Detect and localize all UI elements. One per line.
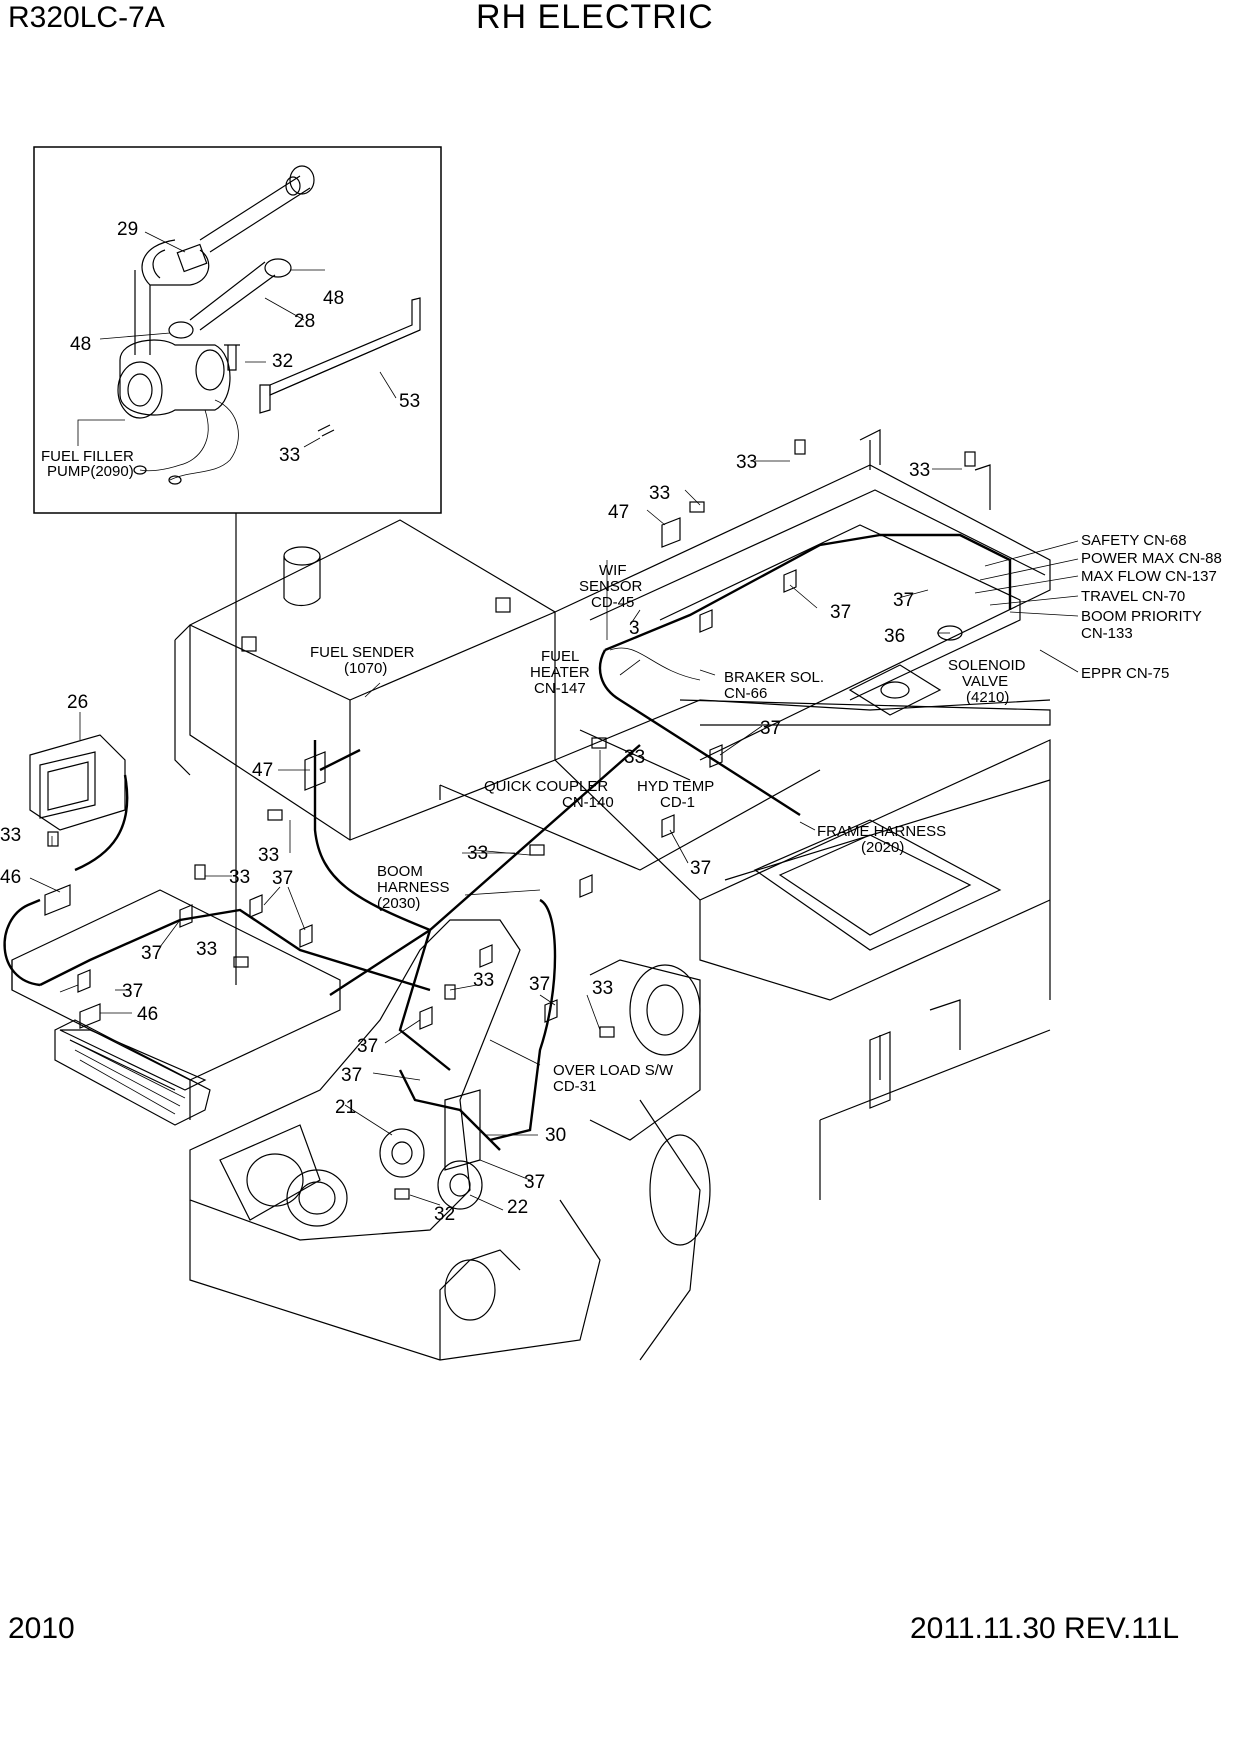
part-callouts: 33 47 33 33 37 37 36 3 37 33 26 47 33 33… [0, 452, 930, 1225]
fuel-heater-label: HEATER [530, 664, 590, 681]
over-load-switch-label: CD-31 [553, 1078, 596, 1095]
safety-connector-label: SAFETY CN-68 [1081, 532, 1187, 549]
wif-sensor-label: CD-45 [591, 594, 634, 611]
callout-33: 33 [279, 445, 300, 466]
callout-37: 37 [122, 981, 143, 1002]
callout-33: 33 [624, 747, 645, 768]
callout-22: 22 [507, 1197, 528, 1218]
max-flow-connector-label: MAX FLOW CN-137 [1081, 568, 1217, 585]
fuel-filler-pump-label: PUMP(2090) [47, 463, 134, 480]
callout-33: 33 [909, 460, 930, 481]
callout-48: 48 [323, 288, 344, 309]
callout-21: 21 [335, 1097, 356, 1118]
machine-frame-outline [11, 429, 1051, 1361]
parts [29, 439, 976, 1210]
fuel-heater-label: CN-147 [534, 680, 586, 697]
quick-coupler-label: CN-140 [562, 794, 614, 811]
boom-priority-connector-label: CN-133 [1081, 625, 1133, 642]
callout-26: 26 [67, 692, 88, 713]
callout-3: 3 [629, 618, 640, 639]
callout-33: 33 [592, 978, 613, 999]
fuel-sender-label: (1070) [344, 660, 387, 677]
solenoid-valve-label: SOLENOID [948, 657, 1026, 674]
callout-37: 37 [357, 1036, 378, 1057]
callout-47: 47 [608, 502, 629, 523]
callout-33: 33 [473, 970, 494, 991]
quick-coupler-label: QUICK COUPLER [484, 778, 608, 795]
callout-36: 36 [884, 626, 905, 647]
callout-32: 32 [272, 351, 293, 372]
inset-callouts: 29 48 28 48 32 53 33 FUEL FILLER PUMP(20… [41, 219, 420, 480]
boom-priority-connector-label: BOOM PRIORITY [1081, 608, 1202, 625]
callout-33: 33 [467, 843, 488, 864]
page-number: 2010 [8, 1612, 75, 1645]
frame-harness-label: (2020) [861, 839, 904, 856]
model-number: R320LC-7A [8, 1, 165, 34]
boom-harness-label: BOOM [377, 863, 423, 880]
callout-46: 46 [0, 867, 21, 888]
wif-sensor-label: SENSOR [579, 578, 643, 595]
leader-lines [29, 460, 1079, 1211]
callout-33: 33 [229, 867, 250, 888]
fuel-sender-label: FUEL SENDER [310, 644, 415, 661]
callout-33: 33 [258, 845, 279, 866]
callout-37: 37 [341, 1065, 362, 1086]
callout-53: 53 [399, 391, 420, 412]
callout-32: 32 [434, 1204, 455, 1225]
callout-33: 33 [736, 452, 757, 473]
travel-connector-label: TRAVEL CN-70 [1081, 588, 1185, 605]
callout-37: 37 [524, 1172, 545, 1193]
callout-37: 37 [529, 974, 550, 995]
power-max-connector-label: POWER MAX CN-88 [1081, 550, 1222, 567]
over-load-switch-label: OVER LOAD S/W [553, 1062, 674, 1079]
callout-37: 37 [272, 868, 293, 889]
wif-sensor-label: WIF [599, 562, 627, 579]
boom-harness-label: HARNESS [377, 879, 450, 896]
eppr-connector-label: EPPR CN-75 [1081, 665, 1169, 682]
fuel-heater-label: FUEL [541, 648, 579, 665]
callout-37: 37 [830, 602, 851, 623]
wire-harness [3, 533, 1012, 1151]
braker-sol-label: BRAKER SOL. [724, 669, 824, 686]
callout-33: 33 [0, 825, 21, 846]
callout-37: 37 [760, 718, 781, 739]
page-title: RH ELECTRIC [476, 0, 714, 36]
callout-33: 33 [649, 483, 670, 504]
solenoid-valve-label: VALVE [962, 673, 1008, 690]
hyd-temp-label: HYD TEMP [637, 778, 714, 795]
callout-47: 47 [252, 760, 273, 781]
callout-37: 37 [893, 590, 914, 611]
frame-harness-label: FRAME HARNESS [817, 823, 946, 840]
boom-harness-label: (2030) [377, 895, 420, 912]
braker-sol-label: CN-66 [724, 685, 767, 702]
hyd-temp-label: CD-1 [660, 794, 695, 811]
fuel-filler-pump-label: FUEL FILLER [41, 448, 134, 465]
inset-fuel-filler-pump [33, 146, 442, 985]
revision-date: 2011.11.30 REV.11L [910, 1612, 1180, 1645]
callout-48: 48 [70, 334, 91, 355]
callout-29: 29 [117, 219, 138, 240]
connector-labels: SAFETY CN-68 POWER MAX CN-88 MAX FLOW CN… [310, 532, 1222, 1095]
callout-46: 46 [137, 1004, 158, 1025]
callout-37: 37 [141, 943, 162, 964]
callout-33: 33 [196, 939, 217, 960]
callout-28: 28 [294, 311, 315, 332]
callout-30: 30 [545, 1125, 566, 1146]
solenoid-valve-label: (4210) [966, 689, 1009, 706]
callout-37: 37 [690, 858, 711, 879]
